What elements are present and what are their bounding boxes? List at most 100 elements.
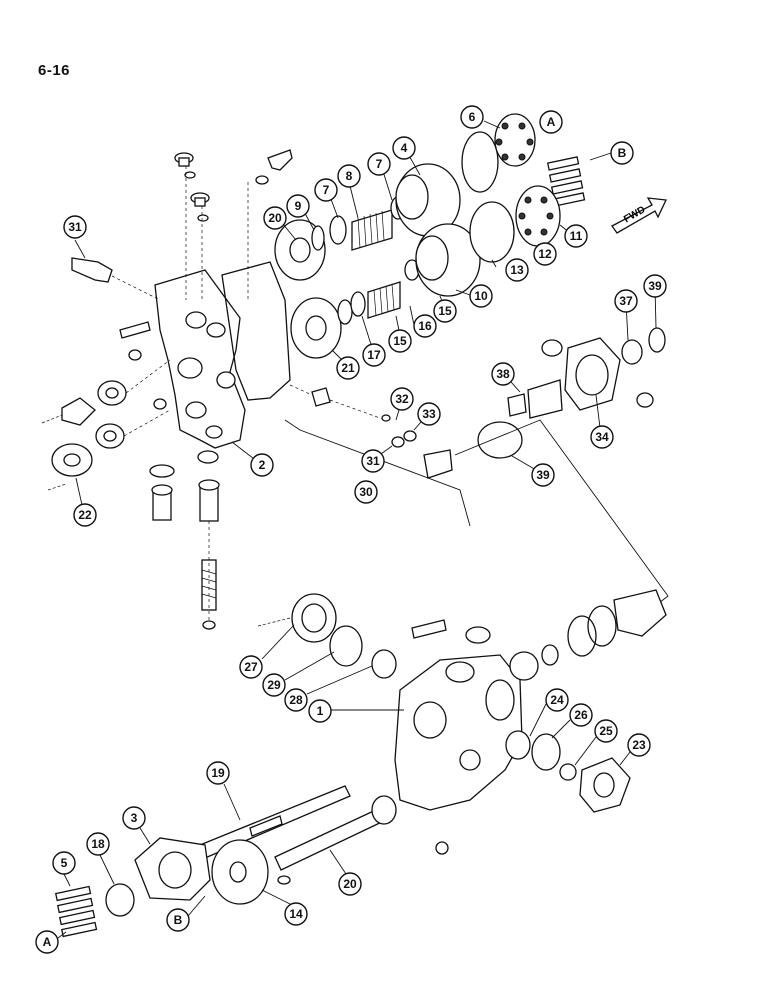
svg-text:27: 27 xyxy=(244,660,258,674)
callout-24: 23 xyxy=(627,733,651,757)
callout-7-b: 7 xyxy=(314,178,338,202)
svg-text:26: 26 xyxy=(574,708,588,722)
callout-A-top: A xyxy=(539,110,563,134)
callout-29: 28 xyxy=(284,688,308,712)
left-cap-group xyxy=(257,593,397,679)
callout-37: 38 xyxy=(491,362,515,386)
page-number: 6-16 xyxy=(38,62,71,79)
callout-26: 25 xyxy=(594,719,618,743)
callout-35: 34 xyxy=(590,425,614,449)
svg-text:28: 28 xyxy=(289,693,303,707)
svg-text:32: 32 xyxy=(395,392,409,406)
svg-text:B: B xyxy=(618,146,627,160)
spool-stack xyxy=(149,450,220,630)
svg-text:7: 7 xyxy=(376,157,383,171)
left-bearings xyxy=(41,321,171,491)
svg-text:11: 11 xyxy=(570,229,583,243)
svg-text:5: 5 xyxy=(61,856,68,870)
svg-text:12: 12 xyxy=(538,247,552,261)
pistons-upper xyxy=(546,156,586,207)
callout-B-top: B xyxy=(610,141,634,165)
callout-B-bottom: B xyxy=(166,908,190,932)
svg-text:17: 17 xyxy=(367,348,381,362)
svg-text:A: A xyxy=(43,935,52,949)
callout-28: 27 xyxy=(239,655,263,679)
svg-text:25: 25 xyxy=(599,724,613,738)
svg-text:24: 24 xyxy=(550,693,564,707)
callout-15-a: 15 xyxy=(433,299,457,323)
svg-text:21: 21 xyxy=(341,361,355,375)
svg-text:14: 14 xyxy=(289,907,303,921)
svg-text:8: 8 xyxy=(346,169,353,183)
svg-text:B: B xyxy=(174,913,183,927)
callout-23: 22 xyxy=(73,503,97,527)
callout-5: 5 xyxy=(52,851,76,875)
svg-text:1: 1 xyxy=(317,704,324,718)
svg-text:39: 39 xyxy=(648,279,662,293)
gasket-plate xyxy=(221,261,291,401)
svg-text:16: 16 xyxy=(418,319,432,333)
svg-text:23: 23 xyxy=(632,738,646,752)
callout-14: 14 xyxy=(284,902,308,926)
callout-27: 26 xyxy=(569,703,593,727)
leader-lines-lower xyxy=(57,624,631,939)
callout-8: 8 xyxy=(337,164,361,188)
callout-38: 39 xyxy=(643,274,667,298)
callout-10: 10 xyxy=(469,284,493,308)
svg-text:38: 38 xyxy=(496,367,510,381)
svg-text:18: 18 xyxy=(91,837,105,851)
svg-text:A: A xyxy=(547,115,556,129)
callout-A-bottom: A xyxy=(35,930,59,954)
svg-text:7: 7 xyxy=(323,183,330,197)
callout-32: 31 xyxy=(361,449,385,473)
valve-block-housing xyxy=(153,269,246,449)
relief-valve-upper xyxy=(71,257,161,301)
svg-text:19: 19 xyxy=(211,766,225,780)
callout-36: 37 xyxy=(614,289,638,313)
callout-9: 9 xyxy=(286,194,310,218)
callout-19: 19 xyxy=(206,761,230,785)
svg-text:20: 20 xyxy=(343,877,357,891)
upper-rotating-group xyxy=(274,113,536,281)
callout-20: 2020 xyxy=(338,872,362,896)
fittings-top xyxy=(174,149,293,300)
callout-25: 24 xyxy=(545,688,569,712)
svg-text:9: 9 xyxy=(295,199,302,213)
svg-text:33: 33 xyxy=(422,407,436,421)
callout-4: 4 xyxy=(392,136,416,160)
callout-15-b: 15 xyxy=(388,329,412,353)
callout-11: 11 xyxy=(564,224,588,248)
svg-text:29: 29 xyxy=(267,678,281,692)
callout-33: 32 xyxy=(390,387,414,411)
callout-31-lower: 30 xyxy=(354,480,378,504)
rear-cover-group xyxy=(505,589,667,813)
svg-text:34: 34 xyxy=(595,430,609,444)
callout-13: 13 xyxy=(505,258,529,282)
middle-fittings xyxy=(284,384,471,527)
callout-30: 29 xyxy=(262,673,286,697)
svg-text:20: 20 xyxy=(268,211,282,225)
svg-text:15: 15 xyxy=(438,304,452,318)
svg-text:3: 3 xyxy=(131,811,138,825)
callout-18: 18 xyxy=(86,832,110,856)
svg-text:39: 39 xyxy=(536,468,550,482)
svg-text:4: 4 xyxy=(401,141,408,155)
callout-39: 3939 xyxy=(531,463,555,487)
svg-text:30: 30 xyxy=(359,485,373,499)
callout-17: 17 xyxy=(362,343,386,367)
front-group xyxy=(54,837,269,938)
svg-text:22: 22 xyxy=(78,508,92,522)
lower-rotating-group xyxy=(290,185,561,359)
svg-text:6: 6 xyxy=(469,110,476,124)
callout-2: 2 xyxy=(250,453,274,477)
fwd-arrow: FWD xyxy=(611,197,667,234)
callout-22: 21 xyxy=(336,356,360,380)
right-covers xyxy=(477,327,666,459)
svg-text:31: 31 xyxy=(68,220,82,234)
svg-text:31: 31 xyxy=(366,454,380,468)
svg-text:37: 37 xyxy=(619,294,633,308)
svg-text:2: 2 xyxy=(259,458,266,472)
callout-3: 3 xyxy=(122,806,146,830)
callout-34: 33 xyxy=(417,402,441,426)
